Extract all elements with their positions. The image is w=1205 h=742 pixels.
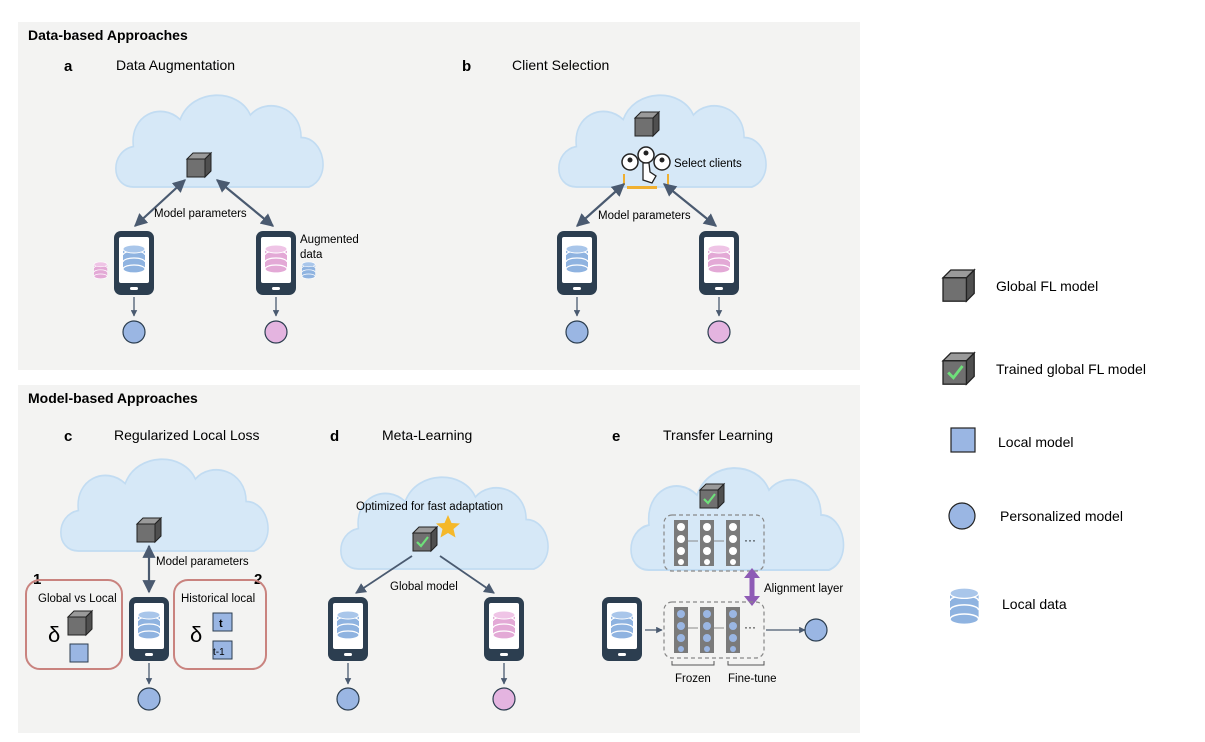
local-network-layers	[674, 607, 740, 653]
legend-item: Local data	[949, 587, 1067, 626]
select-clients-icon	[621, 146, 671, 189]
ellipsis-upper: ···	[744, 533, 756, 547]
panel-b-letter: b	[462, 58, 471, 75]
panel-a-letter: a	[64, 58, 73, 75]
arrow-left	[134, 179, 186, 227]
box1-delta: δ	[48, 622, 60, 647]
data-based-panel	[18, 22, 860, 370]
augmented-label-line1: Augmented	[300, 234, 359, 246]
database-icon	[122, 244, 146, 274]
personalized-model-circle	[707, 320, 731, 344]
cube-icon	[136, 517, 162, 543]
local-model-square-t	[212, 612, 233, 632]
cube-icon	[941, 268, 976, 303]
legend-item: Local model	[950, 427, 1074, 453]
global-network-box	[663, 514, 765, 572]
arrow-label: Model parameters	[154, 208, 247, 220]
star-icon	[436, 515, 460, 538]
square-icon	[950, 427, 976, 453]
personalized-model-circle	[122, 320, 146, 344]
checked-cube-icon	[698, 482, 726, 510]
legend-label: Personalized model	[1000, 508, 1123, 524]
database-icon	[707, 244, 731, 274]
arrow-left	[355, 555, 413, 594]
database-icon	[264, 244, 288, 274]
frozen-label: Frozen	[675, 673, 711, 685]
personalized-model-circle	[264, 320, 288, 344]
panel-b: b Client Selection Select clients Model …	[462, 57, 767, 344]
cube-icon	[634, 111, 660, 137]
panel-d-title: Meta-Learning	[382, 427, 472, 443]
panel-d-letter: d	[330, 428, 339, 445]
database-icon	[336, 610, 360, 640]
legend-label: Global FL model	[996, 278, 1098, 294]
box2-title: Historical local	[181, 593, 255, 605]
panel-a: a Data Augmentation Model parameters Aug…	[64, 57, 359, 344]
panel-b-title: Client Selection	[512, 57, 609, 73]
panel-c-title: Regularized Local Loss	[114, 427, 260, 443]
legend-label: Trained global FL model	[996, 361, 1146, 377]
adapt-label: Optimized for fast adaptation	[356, 501, 503, 513]
arrow-right	[662, 183, 718, 227]
arrow-right	[215, 179, 275, 227]
historical-local-box	[173, 579, 267, 670]
panel-d: d Meta-Learning Optimized for fast adapt…	[328, 427, 549, 711]
box2-number: 2	[254, 571, 262, 588]
database-icon-small	[93, 261, 108, 280]
legend-item: Personalized model	[948, 502, 1123, 530]
legend-label: Local model	[998, 434, 1074, 450]
select-clients-label: Select clients	[674, 158, 742, 170]
panel-a-title: Data Augmentation	[116, 57, 235, 73]
box2-t1-label: t-1	[213, 647, 225, 658]
box2-t-label: t	[219, 618, 223, 630]
database-icon	[610, 610, 634, 640]
arrow-right	[439, 555, 495, 594]
personalized-model-circle	[492, 687, 516, 711]
augmented-label-line2: data	[300, 249, 323, 261]
panel-e: e Transfer Learning ··· Alignment layer	[602, 427, 845, 685]
circle-icon	[948, 502, 976, 530]
panel-c: c Regularized Local Loss Model parameter…	[25, 427, 269, 711]
personalized-model-circle	[804, 618, 828, 642]
local-model-square	[69, 643, 89, 663]
database-icon	[492, 610, 516, 640]
legend-item: Global FL model	[941, 268, 1098, 303]
finetune-label: Fine-tune	[728, 673, 777, 685]
alignment-label: Alignment layer	[764, 583, 843, 595]
personalized-model-circle	[565, 320, 589, 344]
section-title-model: Model-based Approaches	[28, 390, 198, 406]
arrow-label: Model parameters	[156, 556, 249, 568]
section-title-data: Data-based Approaches	[28, 27, 188, 43]
panel-e-title: Transfer Learning	[663, 427, 773, 443]
cube-icon	[186, 152, 212, 178]
frozen-bracket	[671, 661, 715, 666]
arrow-left	[576, 183, 625, 227]
arrow-label: Global model	[390, 581, 458, 593]
legend: Global FL model Trained global FL model …	[941, 268, 1146, 626]
panel-c-letter: c	[64, 428, 72, 445]
global-vs-local-box	[25, 579, 123, 670]
panel-e-letter: e	[612, 428, 620, 445]
personalized-model-circle	[137, 687, 161, 711]
database-icon-small	[301, 261, 316, 280]
arrow-label: Model parameters	[598, 210, 691, 222]
box1-title: Global vs Local	[38, 593, 117, 605]
local-network-box	[663, 601, 765, 659]
box2-delta: δ	[190, 622, 202, 647]
legend-label: Local data	[1002, 596, 1067, 612]
legend-item: Trained global FL model	[941, 351, 1146, 386]
checked-cube-icon	[411, 525, 439, 553]
global-network-layers	[674, 520, 740, 566]
cube-icon	[67, 610, 93, 636]
finetune-bracket	[727, 661, 765, 666]
checked-cube-icon	[941, 351, 976, 386]
database-icon	[137, 610, 161, 640]
personalized-model-circle	[336, 687, 360, 711]
database-icon	[565, 244, 589, 274]
local-model-square-t1	[212, 640, 233, 660]
database-icon	[949, 587, 980, 626]
ellipsis-lower: ···	[744, 620, 756, 634]
